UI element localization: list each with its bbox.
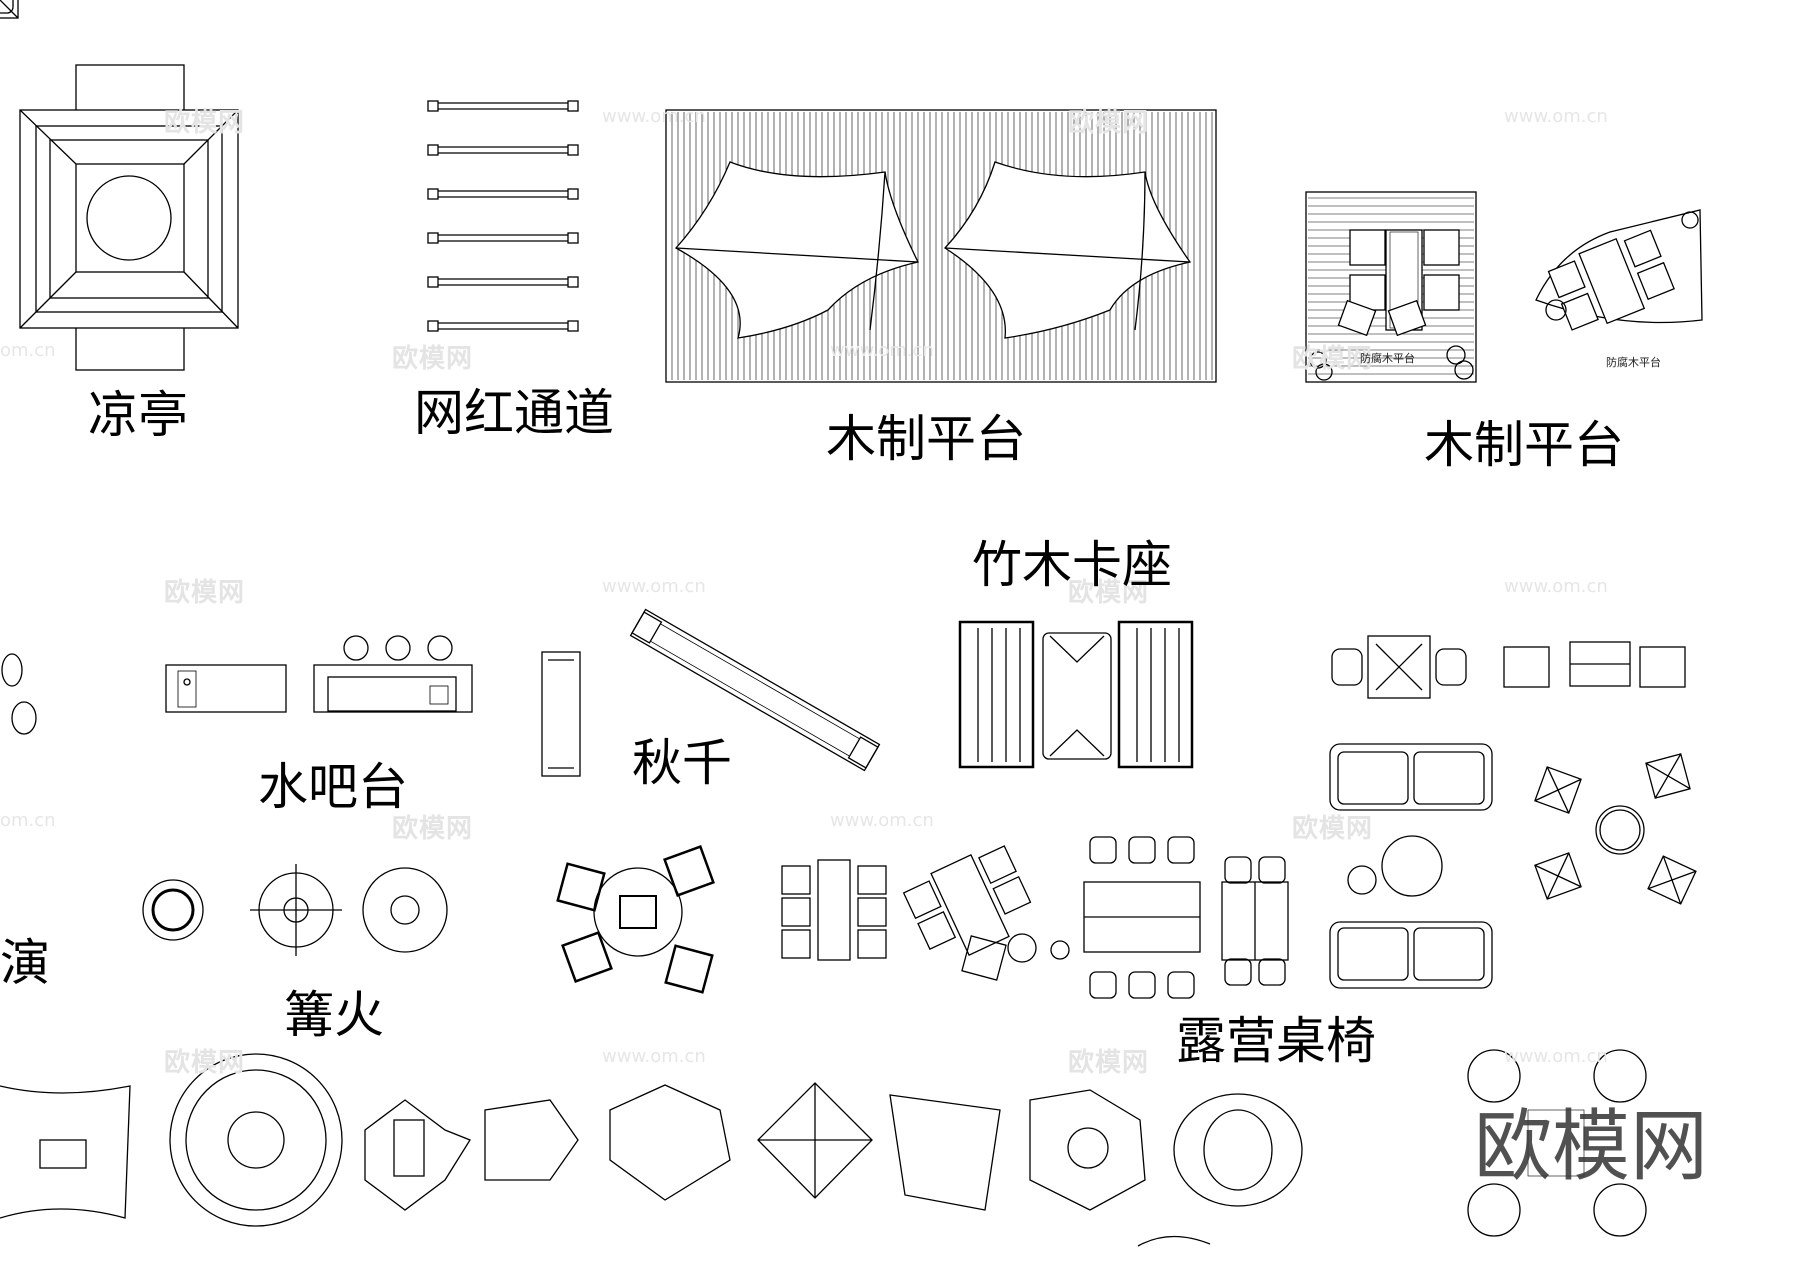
round-table-chairs-symbol (0, 0, 1697, 905)
pavilion-symbol (19, 64, 239, 371)
label-camping-tables: 露营桌椅 (1176, 1012, 1376, 1070)
swing-symbol (541, 608, 881, 777)
label-swing: 秋千 (632, 734, 732, 792)
antiseptic-platform-1-symbol (1305, 191, 1477, 383)
antiseptic-platform-2-symbol (1535, 209, 1703, 331)
sofa-set-symbol (1329, 743, 1493, 989)
watermark-url: om.cn (0, 340, 56, 361)
rock-symbols (1, 653, 37, 735)
dining-set-2-symbol (902, 845, 1032, 956)
bonfire-seating-symbol (556, 845, 715, 994)
watermark: 欧模网 (1292, 814, 1374, 844)
dining-set-1-symbol (781, 859, 887, 961)
tent-row-symbols (0, 1053, 1303, 1247)
camping-chair-symbol (961, 933, 1070, 981)
influencer-path-symbol (427, 100, 579, 332)
watermark-url: www.om.cn (1504, 576, 1608, 597)
label-influencer-path: 网红通道 (414, 384, 614, 442)
water-bar-symbol (165, 635, 473, 713)
wood-platform-symbol (665, 109, 1217, 383)
watermark-url: www.om.cn (602, 1046, 706, 1067)
label-antiseptic-platform-1: 防腐木平台 (1360, 352, 1415, 365)
watermark: 欧模网 (1068, 108, 1150, 138)
label-performance-partial: 演 (0, 934, 50, 992)
watermark-url: www.om.cn (830, 810, 934, 831)
watermark-url: www.om.cn (1504, 1046, 1608, 1067)
watermark: 欧模网 (164, 578, 246, 608)
watermark: 欧模网 (1068, 1048, 1150, 1078)
watermark: 欧模网 (1068, 578, 1150, 608)
label-pavilion: 凉亭 (88, 386, 188, 444)
watermark-url: www.om.cn (602, 576, 706, 597)
watermark-url: www.om.cn (830, 340, 934, 361)
watermark-url: www.om.cn (602, 106, 706, 127)
armchair-group-symbol (1467, 1049, 1647, 1237)
label-antiseptic-platform-2: 防腐木平台 (1606, 356, 1661, 369)
bonfire-symbols (142, 864, 448, 956)
watermark: 欧模网 (164, 108, 246, 138)
watermark: 欧模网 (392, 344, 474, 374)
watermark: 欧模网 (164, 1048, 246, 1078)
square-table-chairs-symbol (1331, 635, 1686, 699)
label-wood-platform-2: 木制平台 (1424, 416, 1624, 474)
label-wood-platform-1: 木制平台 (826, 410, 1026, 468)
label-bamboo-booth: 竹木卡座 (972, 536, 1172, 594)
label-water-bar: 水吧台 (258, 758, 408, 816)
brand-logo-watermark: 欧模网 (1474, 1102, 1709, 1192)
watermark-url: www.om.cn (1504, 106, 1608, 127)
label-bonfire: 篝火 (284, 986, 384, 1044)
watermark-url: om.cn (0, 810, 56, 831)
long-table-chairs-symbol (0, 0, 1289, 999)
bamboo-booth-symbol (958, 620, 1194, 769)
watermark: 欧模网 (1292, 344, 1374, 374)
watermark: 欧模网 (392, 814, 474, 844)
